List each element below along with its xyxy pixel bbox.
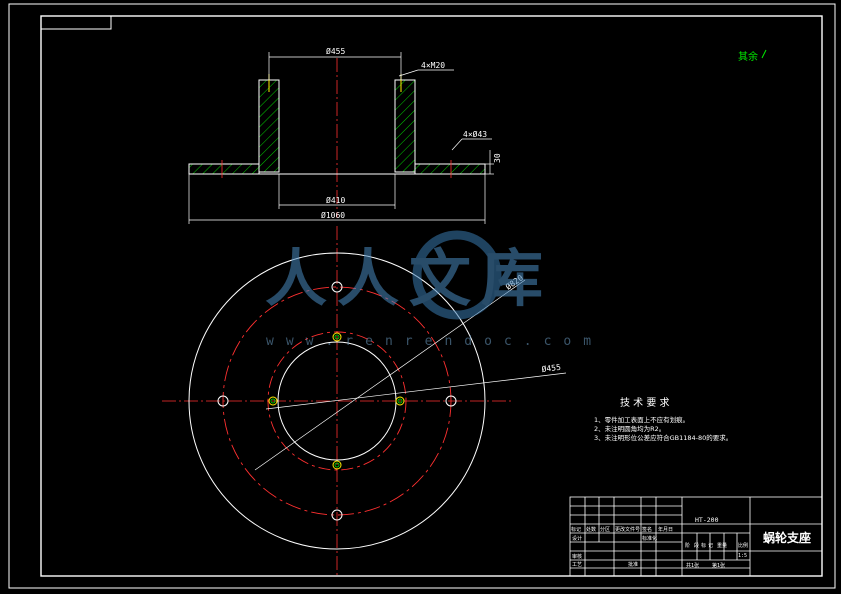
stage-label-0: 阶: [685, 542, 690, 549]
leader-thread: [398, 69, 419, 77]
outer-flange-circle: [188, 252, 486, 550]
outer-frame: [8, 3, 836, 589]
thread-hole-top: [332, 332, 342, 342]
dim-bolt-thread: 4×M20: [421, 61, 445, 70]
watermark: 人人文库 www.renrendoc.com: [265, 230, 603, 349]
flange-left: [188, 163, 260, 175]
tech-title: 技 术 要 求: [620, 396, 670, 409]
flange-right: [414, 163, 486, 175]
tech-item-3: 3、未注明形位公差应符合GB1184-80的要求。: [594, 433, 732, 442]
section-view: Ø455 4×M20 4×Ø43 30 Ø410 Ø1060: [188, 46, 502, 224]
hdr-cell-4: 签名: [642, 526, 652, 533]
approve-label: 批准: [628, 561, 638, 568]
bolt-hole-bottom: [331, 509, 343, 521]
bolt-hole-top: [331, 281, 343, 293]
title-material: HT-200: [695, 516, 719, 524]
hdr-cell-3: 更改文件号: [615, 526, 640, 533]
standard-label: 标准化: [642, 535, 657, 542]
finish-symbol: [761, 49, 767, 59]
bolt-hole-right: [445, 395, 457, 407]
dim-outer: Ø1060: [321, 210, 345, 220]
stage-label-weight: 重量: [717, 542, 727, 549]
thread-hole-left-inner: [270, 398, 276, 404]
row-label-process: 工艺: [572, 562, 582, 568]
bolt-circle: [222, 286, 452, 516]
sheet-no: 第1张: [712, 562, 725, 569]
leader-hub-circle: [265, 372, 567, 410]
row-label-design: 设计: [572, 535, 582, 542]
sheet-info: 共1张: [686, 562, 699, 569]
hdr-cell-5: 年月日: [658, 526, 673, 533]
stage-label-3: 记: [708, 542, 713, 549]
thread-hole-right-inner: [397, 398, 403, 404]
watermark-text: 人人文库: [265, 242, 553, 315]
row-label-review: 审核: [572, 553, 582, 560]
corner-finish-label: 其余: [738, 50, 758, 63]
stage-label-scale: 比例: [738, 542, 748, 549]
title-part-name: 蜗轮支座: [763, 530, 811, 545]
dim-hub-circle: Ø455: [541, 362, 562, 374]
thread-hole-top-inner: [334, 334, 340, 340]
dim-bore: Ø410: [326, 195, 345, 205]
stage-label-1: 段: [694, 542, 699, 549]
title-block-text: HT-200 蜗轮支座 标记 处数 分区 更改文件号 签名 年月日 设计 审核 …: [571, 516, 811, 569]
dim-top-diameter: Ø455: [326, 46, 345, 56]
hdr-cell-2: 分区: [600, 526, 610, 533]
thread-hole-left: [268, 396, 278, 406]
watermark-logo-ring: [412, 230, 502, 320]
title-block: [569, 496, 823, 577]
hub-wall-left: [258, 79, 280, 173]
title-block-frame: [569, 496, 823, 577]
tech-item-1: 1、零件加工表面上不应有划痕。: [594, 415, 689, 424]
hub-outer-circle: [267, 331, 407, 471]
hdr-cell-1: 处数: [586, 526, 596, 533]
watermark-url: www.renrendoc.com: [266, 334, 603, 349]
dim-hole: 4×Ø43: [463, 129, 487, 139]
drawing-number-box: [40, 15, 112, 30]
hub-wall-right: [394, 79, 416, 173]
thread-hole-right: [395, 396, 405, 406]
tech-item-2: 2、未注明圆角均为R2。: [594, 424, 665, 433]
stage-label-2: 标: [701, 542, 706, 549]
tech-requirements: 技 术 要 求 1、零件加工表面上不应有划痕。 2、未注明圆角均为R2。 3、未…: [594, 396, 732, 442]
thread-hole-bottom: [332, 460, 342, 470]
inner-frame: [40, 15, 823, 577]
title-scale: 1:5: [738, 553, 747, 559]
leader-hole: [451, 138, 463, 151]
hdr-cell-0: 标记: [571, 526, 581, 533]
bolt-hole-left: [217, 395, 229, 407]
dim-flange-thickness: 30: [493, 153, 502, 163]
thread-hole-bottom-inner: [334, 462, 340, 468]
